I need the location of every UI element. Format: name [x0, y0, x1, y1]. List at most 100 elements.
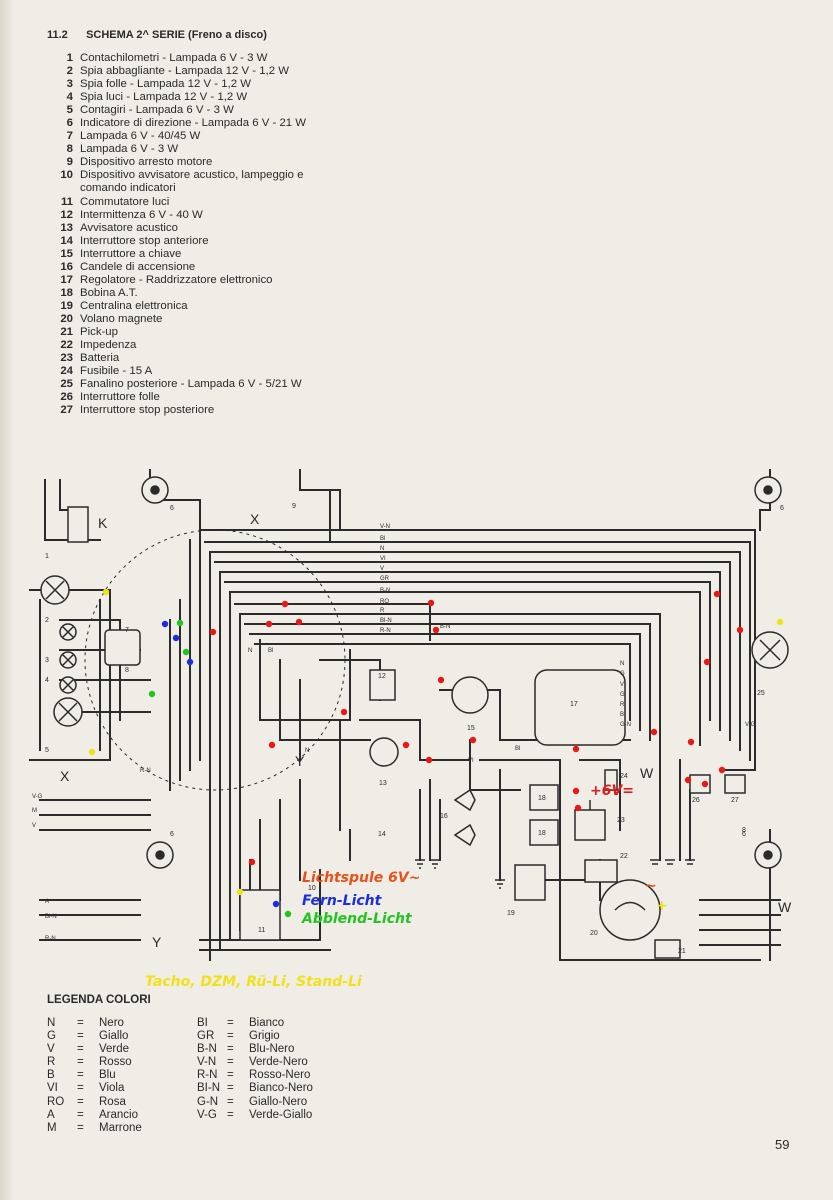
- color-name: Verde-Nero: [249, 1056, 308, 1069]
- component-description: Spia folle - Lampada 12 V - 1,2 W: [80, 78, 251, 91]
- component-number-label: 9: [292, 503, 296, 510]
- switch-26: [689, 774, 711, 794]
- component-number: 18: [60, 286, 73, 299]
- page-number: 59: [775, 1137, 790, 1152]
- component-number-label: 1: [45, 553, 49, 560]
- color-code: R: [47, 1056, 56, 1069]
- annotation-plus: +: [656, 898, 668, 914]
- annotation-dot: [687, 738, 695, 746]
- component-number-label: 7: [125, 627, 129, 634]
- equals-sign: =: [227, 1082, 234, 1095]
- switch-7: [104, 629, 141, 666]
- annotation-dot: [340, 708, 348, 716]
- component-description: Centralina elettronica: [80, 299, 188, 312]
- component-row: comando indicatori: [47, 182, 306, 195]
- connector-label-k: K: [98, 515, 108, 531]
- regolatore-17: [534, 669, 626, 746]
- color-legend-row: G-N=Giallo-Nero: [197, 1096, 313, 1109]
- component-description: Contachilometri - Lampada 6 V - 3 W: [80, 52, 268, 64]
- color-name: Bianco-Nero: [249, 1082, 313, 1095]
- component-number: 4: [66, 91, 73, 104]
- wire-code-label: Bl: [268, 648, 273, 654]
- component-description: Batteria: [80, 352, 120, 365]
- annotation-dot: [148, 690, 156, 698]
- wiring-lines: [29, 469, 781, 961]
- wire-code-label: G: [620, 671, 625, 677]
- component-row: 1 Contachilometri - Lampada 6 V - 3 W: [47, 52, 306, 65]
- component-number: 1: [66, 52, 73, 64]
- component-number: 7: [66, 130, 73, 143]
- annotation-dot: [268, 741, 276, 749]
- wire-code-label: R-N: [380, 628, 391, 634]
- annotation-dot: [701, 780, 709, 788]
- wire-code-label: V: [380, 566, 384, 572]
- component-number-label: 15: [467, 725, 475, 732]
- component-number: 26: [60, 391, 73, 404]
- component-number-label: 21: [678, 948, 686, 955]
- wire-code-label: V: [620, 682, 624, 688]
- component-number-label: 6: [170, 505, 174, 512]
- component-number: 8: [66, 143, 73, 156]
- color-legend-row: G=Giallo: [47, 1030, 142, 1043]
- component-number: 20: [60, 312, 73, 325]
- component-number: 9: [66, 156, 73, 169]
- color-name: Verde-Giallo: [249, 1108, 313, 1121]
- annotation-dot: [172, 634, 180, 642]
- spark-plugs: [453, 788, 476, 847]
- wiring-diagram: K X Y W X Y W V-NBlNVIVGRB-NRORBl-NR-NB-…: [29, 469, 792, 961]
- component-description: Lampada 6 V - 3 W: [80, 143, 179, 156]
- indicator-6-tr: [754, 476, 782, 504]
- annotation-dot: [272, 900, 280, 908]
- component-number: 12: [60, 208, 73, 221]
- component-row: 24 Fusibile - 15 A: [47, 365, 306, 378]
- component-description: Interruttore folle: [80, 391, 160, 404]
- lamp-1: [40, 575, 70, 605]
- component-number-label: 3: [45, 657, 49, 664]
- fusibile-24: [604, 769, 618, 791]
- color-legend-row: GR=Grigio: [197, 1030, 313, 1043]
- wire-code-label: Bl: [380, 536, 385, 542]
- wire-code-label: VI: [468, 758, 474, 764]
- color-code: VI: [47, 1082, 58, 1095]
- component-number-label: 2: [45, 617, 49, 624]
- color-name: Bianco: [249, 1017, 285, 1029]
- wire-code-label: V-G: [32, 794, 43, 800]
- component-number: 13: [60, 221, 73, 234]
- annotation-dot: [425, 756, 433, 764]
- annotation-dot: [176, 619, 184, 627]
- page-edge: [0, 0, 14, 1200]
- wire-code-label: R: [620, 702, 625, 708]
- component-row: 12 Intermittenza 6 V - 40 W: [47, 209, 306, 222]
- section-heading: 11.2 SCHEMA 2^ SERIE (Freno a disco): [47, 29, 267, 41]
- lamp-2: [59, 623, 77, 641]
- color-legend-row: M=Marrone: [47, 1122, 142, 1135]
- component-number-label: 5: [45, 747, 49, 754]
- equals-sign: =: [227, 1043, 234, 1056]
- annotation-lichtspule: Lichtspule 6V~: [302, 870, 421, 886]
- component-description: Intermittenza 6 V - 40 W: [80, 208, 203, 221]
- annotation-dot: [684, 776, 692, 784]
- wire-code-label: M: [32, 808, 37, 814]
- color-name: Blu: [99, 1069, 116, 1082]
- color-legend-row: R=Rosso: [47, 1056, 142, 1069]
- annotation-dot: [432, 626, 440, 634]
- wire-code-label: V-N: [380, 524, 390, 530]
- component-description: Fusibile - 15 A: [80, 365, 153, 378]
- component-number: 24: [60, 365, 73, 378]
- component-number-label: 12: [378, 673, 386, 680]
- color-legend-row: RO=Rosa: [47, 1096, 142, 1109]
- annotation-dot: [102, 588, 110, 596]
- wire-code-label: G-N: [620, 722, 631, 728]
- component-description: Pick-up: [80, 325, 118, 338]
- annotation-dot: [469, 736, 477, 744]
- color-code: R-N: [197, 1069, 218, 1082]
- component-number-label: 26: [692, 797, 700, 804]
